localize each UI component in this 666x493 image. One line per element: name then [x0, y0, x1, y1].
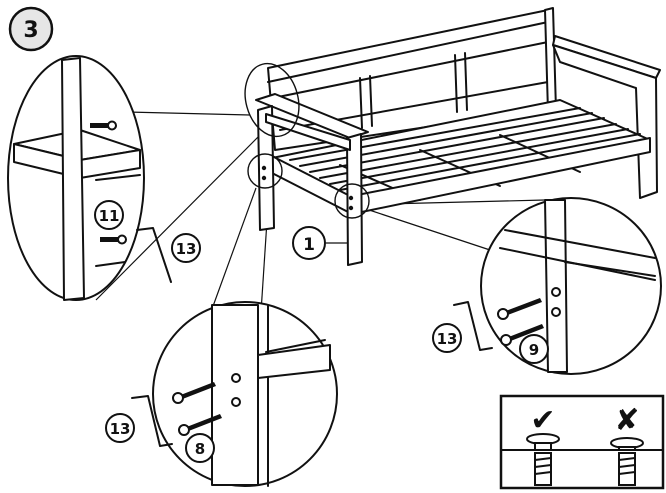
step-badge: 3	[8, 6, 54, 52]
fastener-number-9: 9	[529, 341, 539, 359]
bolt-correct	[526, 433, 560, 486]
fastener-number-8: 8	[195, 440, 205, 458]
right-arm-panel	[552, 44, 658, 199]
detail-leg	[61, 57, 85, 301]
allen-key-icon	[136, 227, 172, 283]
fastener-callout-9: 9	[519, 334, 549, 364]
cross-icon: ✘	[614, 403, 639, 438]
allen-key-icon	[131, 395, 173, 447]
fastener-callout-8: 8	[185, 433, 215, 463]
check-icon: ✔	[530, 403, 555, 438]
detail-post	[211, 304, 259, 486]
front-left-leg	[346, 133, 363, 266]
step-number: 3	[23, 18, 38, 43]
tool-number-13b: 13	[110, 420, 131, 438]
part-number-leg: 1	[303, 235, 315, 255]
part-callout-1: 1	[292, 226, 348, 260]
fastener-callout-11: 11	[94, 200, 124, 230]
tool-callout-right: 13	[432, 323, 462, 353]
screw-icon	[172, 382, 216, 404]
bolt-wrong	[610, 437, 644, 486]
sofa-frame	[244, 7, 661, 266]
screw-icon	[497, 298, 542, 320]
left-armrest	[255, 93, 369, 139]
detail-leg-right	[544, 199, 568, 373]
fastener-number-11: 11	[99, 207, 120, 225]
tool-number-13a: 13	[176, 240, 197, 258]
detail-bottom-left	[131, 301, 338, 487]
back-post	[544, 7, 557, 113]
bolt-icon	[100, 234, 127, 245]
screw-icon	[500, 324, 544, 346]
screw-icon	[178, 414, 222, 436]
allen-key-icon	[453, 301, 493, 351]
detail-rail	[257, 344, 331, 379]
detail-top-left	[7, 55, 172, 301]
arm-support	[265, 113, 351, 151]
tool-callout-bottom-left: 13	[105, 413, 135, 443]
tool-number-13c: 13	[437, 330, 458, 348]
detail-right	[453, 197, 662, 375]
torque-legend: ✔ ✘	[499, 394, 665, 490]
bolt-icon	[90, 120, 117, 131]
tool-callout-top-left: 13	[171, 233, 201, 263]
